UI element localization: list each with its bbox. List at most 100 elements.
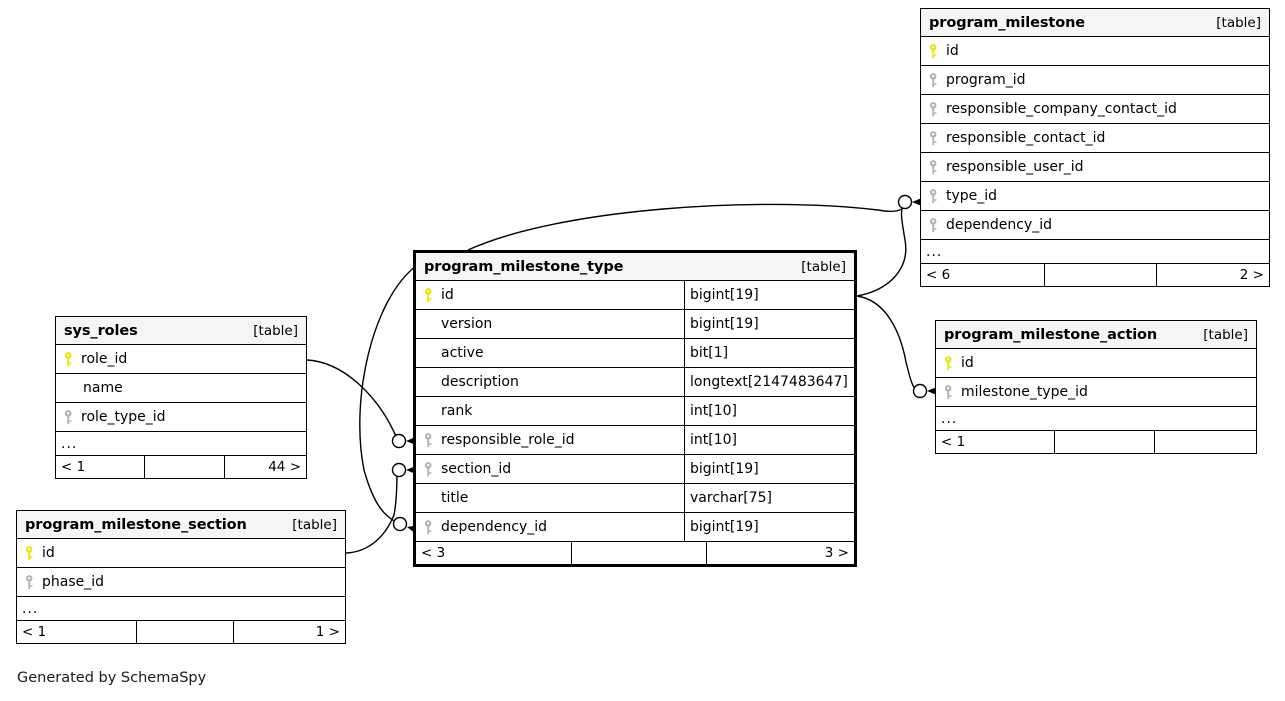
foreign-key-icon [423,519,434,535]
footer-cell-left[interactable]: < 6 [926,267,951,283]
column-name-cell: version [416,310,684,338]
table-footer: < 1 44 > [56,456,306,478]
primary-key-icon [423,287,434,303]
endpoint-circle-section-id [391,462,407,478]
endpoint-circle-responsible-role-id [391,433,407,449]
footer-cell-middle[interactable] [144,456,224,478]
column-type-cell: int[10] [684,397,854,425]
column-row[interactable]: responsible_user_id [921,153,1269,182]
column-name-cell: role_type_id [56,403,306,431]
column-label: name [83,380,123,396]
table-footer: < 1 1 > [17,621,345,643]
column-row[interactable]: id [921,37,1269,66]
column-name-cell: type_id [921,182,1269,210]
table-footer: < 1 [936,431,1256,453]
column-row[interactable]: responsible_contact_id [921,124,1269,153]
column-name-cell: phase_id [17,568,345,596]
more-columns-ellipsis[interactable]: ... [17,597,345,621]
column-row[interactable]: name [56,374,306,403]
column-label: phase_id [42,574,105,590]
footer-cell-left[interactable]: < 3 [421,545,446,561]
column-row[interactable]: role_type_id [56,403,306,432]
column-name-cell: dependency_id [416,513,684,541]
column-label: id [961,355,974,371]
edge-id-to-action-milestone-type-id [856,295,917,391]
more-columns-ellipsis[interactable]: ... [56,432,306,456]
column-name-cell: rank [416,397,684,425]
table-type-tag: [table] [1216,14,1261,31]
footer-cell-left[interactable]: < 1 [941,434,966,450]
column-row[interactable]: milestone_type_id [936,378,1256,407]
column-name-cell: responsible_company_contact_id [921,95,1269,123]
more-columns-ellipsis[interactable]: ... [921,240,1269,264]
column-name-cell: id [416,281,684,309]
column-label: program_id [946,72,1026,88]
foreign-key-icon [423,461,434,477]
footer-cell-middle[interactable] [136,621,233,643]
column-row[interactable]: id [936,349,1256,378]
footer-cell-middle[interactable] [571,542,706,564]
footer-cell-right[interactable]: 3 > [706,542,854,564]
column-name-cell: responsible_role_id [416,426,684,454]
column-row[interactable]: type_id [921,182,1269,211]
column-row[interactable]: responsible_company_contact_id [921,95,1269,124]
column-label: responsible_contact_id [946,130,1106,146]
primary-key-icon [943,355,954,371]
table-name: program_milestone [929,14,1086,31]
footer-cell-right[interactable] [1154,431,1256,453]
table-name: program_milestone_type [424,258,624,275]
table-name: program_milestone_action [944,326,1158,343]
column-label: section_id [441,461,512,477]
table-type-tag: [table] [253,322,298,339]
primary-key-icon [63,351,74,367]
column-row[interactable]: phase_id [17,568,345,597]
table-type-tag: [table] [801,258,846,275]
more-columns-ellipsis[interactable]: ... [936,407,1256,431]
column-row[interactable]: program_id [921,66,1269,95]
column-label: active [441,345,484,361]
column-name-cell: responsible_user_id [921,153,1269,181]
column-type-cell: bigint[19] [684,310,854,338]
footer-cell-left[interactable]: < 1 [61,459,86,475]
footer-cell-middle[interactable] [1054,431,1154,453]
column-row[interactable]: id [17,539,345,568]
footer-cell-right[interactable]: 44 > [224,456,306,478]
table-program_milestone_action[interactable]: program_milestone_action [table] id milesto… [935,320,1257,454]
endpoint-circle-dependency-id [392,516,408,532]
column-label: dependency_id [441,519,548,535]
table-footer: < 6 2 > [921,264,1269,286]
table-header-program_milestone: program_milestone [table] [921,9,1269,37]
column-name-cell: program_id [921,66,1269,94]
column-row[interactable]: role_id [56,345,306,374]
footer-cell-right[interactable]: 2 > [1156,264,1269,286]
foreign-key-icon [928,188,939,204]
column-name-cell: role_id [56,345,306,373]
column-name-cell: id [921,37,1269,65]
column-row[interactable]: dependency_id [921,211,1269,240]
credit-text: Generated by SchemaSpy [17,670,207,686]
footer-cell-left[interactable]: < 1 [22,624,47,640]
foreign-key-icon [928,101,939,117]
table-header-sys_roles: sys_roles[table] [56,317,306,345]
endpoint-circle-milestone-type-id [912,383,928,399]
table-type-tag: [table] [1203,326,1248,343]
column-label: role_type_id [81,409,166,425]
footer-cell-middle[interactable] [1044,264,1156,286]
edge-self-id-to-dependency-id [359,265,417,525]
footer-cell-right[interactable]: 1 > [233,621,345,643]
table-type-tag: [table] [292,516,337,533]
column-name-cell: id [936,349,1256,377]
